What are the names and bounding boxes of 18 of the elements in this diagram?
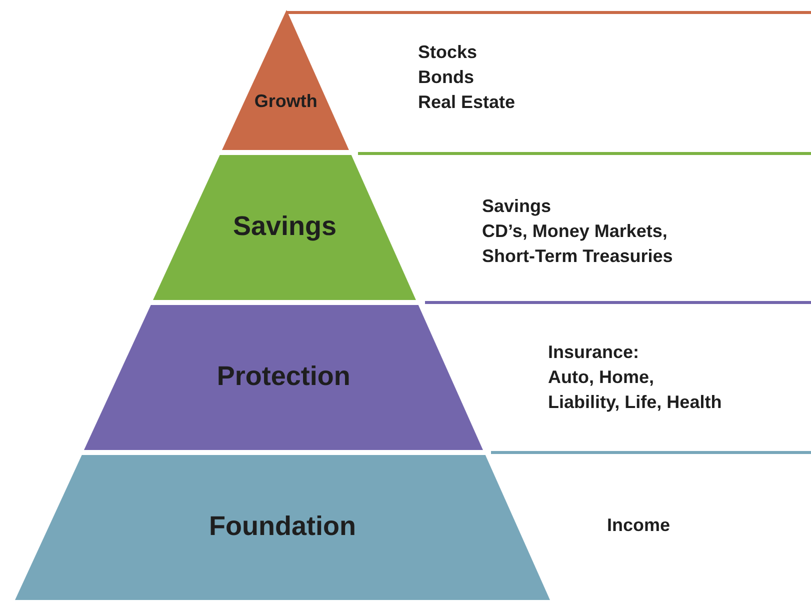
pyramid-tier: [84, 305, 484, 450]
tier-label: Growth: [253, 91, 318, 112]
tier-description: Short-Term Treasuries: [482, 245, 673, 268]
tier-label: Protection: [216, 361, 352, 392]
tier-description: Stocks: [418, 41, 478, 64]
tier-label: Foundation: [208, 511, 357, 542]
tier-description: Bonds: [418, 66, 475, 89]
tier-description: Liability, Life, Health: [548, 391, 722, 414]
pyramid-tier: [153, 155, 416, 300]
pyramid-tier: [15, 455, 550, 600]
tier-description: Auto, Home,: [548, 366, 655, 389]
tier-label: Savings: [232, 211, 338, 242]
tier-description: Real Estate: [418, 91, 516, 114]
tier-description: Insurance:: [548, 341, 640, 364]
tier-description: Income: [607, 514, 670, 537]
tier-description: CD’s, Money Markets,: [482, 220, 668, 243]
pyramid-tier: [222, 10, 350, 150]
tier-description: Savings: [482, 195, 552, 218]
